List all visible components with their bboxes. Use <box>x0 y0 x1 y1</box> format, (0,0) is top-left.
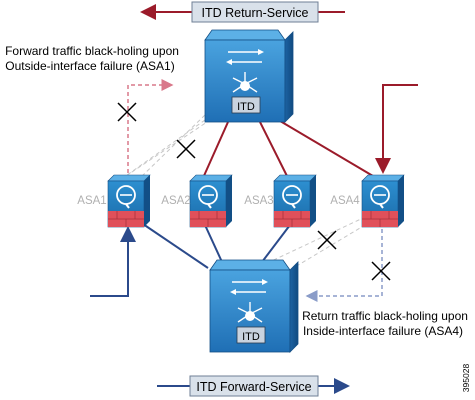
forward-service-banner <box>189 375 319 397</box>
figure-id: 395028 <box>461 364 471 393</box>
failure-x-icon <box>371 261 391 281</box>
asa2-firewall-icon <box>189 174 233 228</box>
failed-forward-path <box>127 79 174 180</box>
failure-x-icon <box>317 230 337 250</box>
failed-top-asa1-link <box>139 114 206 179</box>
forward-ingress-arrow <box>90 226 136 297</box>
bottom-itd-label: ITD <box>242 331 260 343</box>
failure-x-icon <box>176 139 196 159</box>
return-service-label: ITD Return-Service <box>202 6 309 20</box>
failure-x-icon <box>117 102 137 122</box>
forward-failure-note-line2: Outside-interface failure (ASA1) <box>5 59 174 73</box>
failed-bottom-asa4-link <box>289 221 371 271</box>
forward-path-links <box>139 221 291 269</box>
asa1-firewall-icon <box>107 174 151 228</box>
forward-service-label: ITD Forward-Service <box>196 380 311 394</box>
return-ingress-arrow <box>375 84 418 174</box>
return-service-banner <box>191 1 319 23</box>
return-failure-note-line1: Return traffic black-holing upon <box>302 309 468 323</box>
return-path-links <box>202 117 374 179</box>
asa4-label: ASA4 <box>330 195 360 207</box>
failed-return-path <box>305 222 383 302</box>
asa3-firewall-icon <box>273 174 317 228</box>
forward-failure-note-line1: Forward traffic black-holing upon <box>5 44 179 58</box>
asa1-label: ASA1 <box>77 195 106 207</box>
bottom-itd-switch-icon <box>209 259 299 353</box>
top-itd-label: ITD <box>237 101 255 113</box>
asa2-label: ASA2 <box>161 195 190 207</box>
asa3-label: ASA3 <box>244 195 273 207</box>
return-failure-note-line2: Inside-interface failure (ASA4) <box>303 324 463 338</box>
asa4-firewall-icon <box>361 174 405 228</box>
top-itd-switch-icon <box>204 29 294 123</box>
